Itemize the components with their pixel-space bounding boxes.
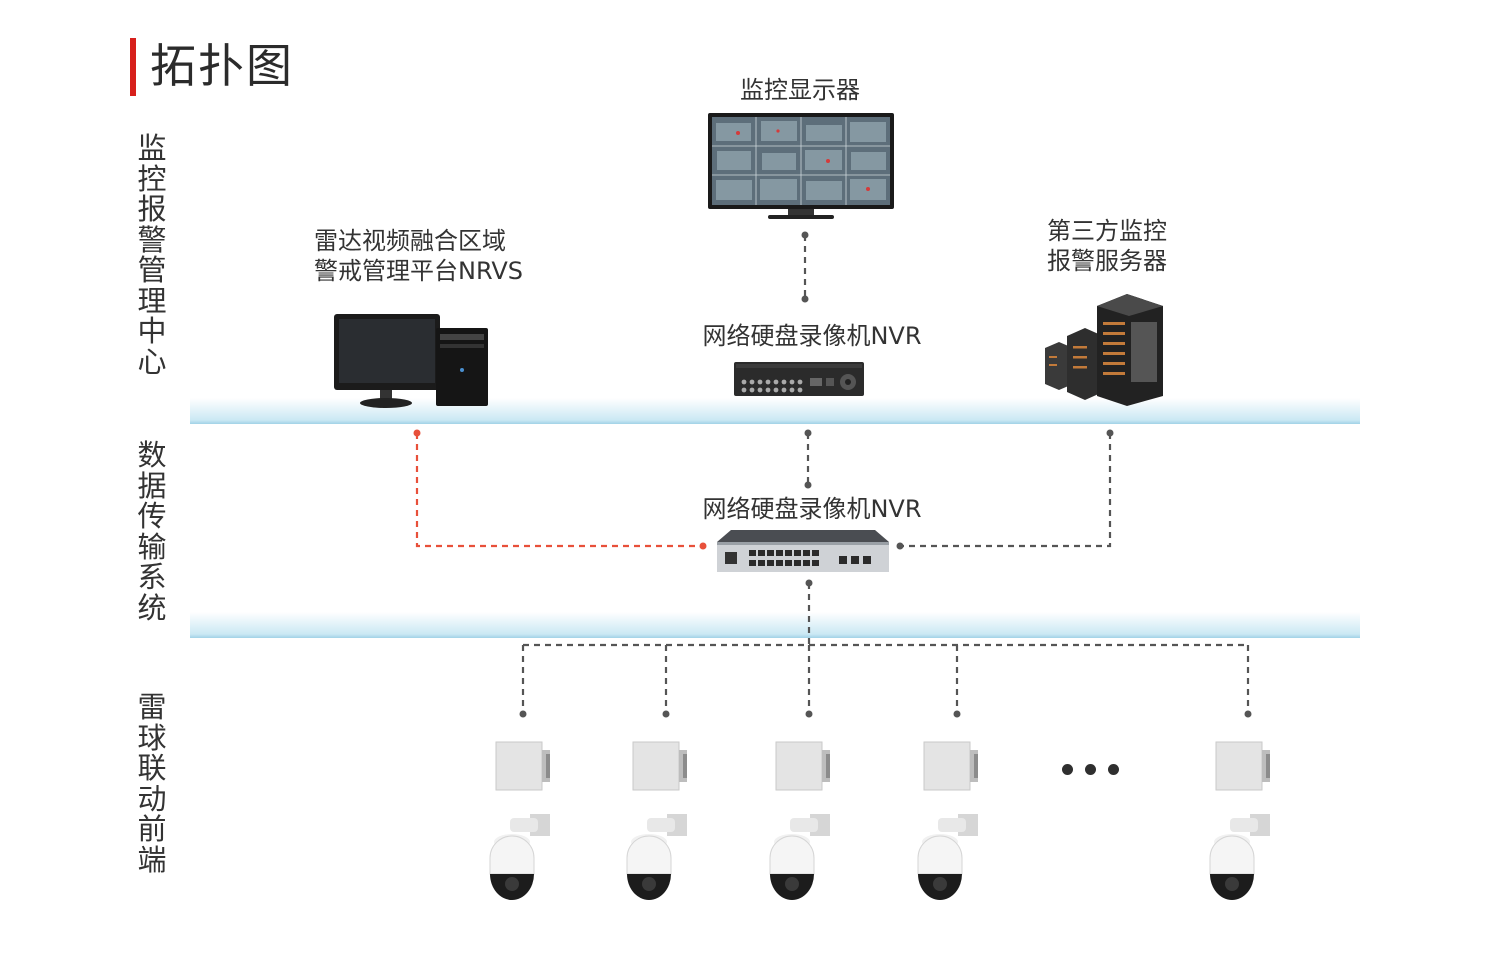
third-party-label-line1: 第三方监控 — [1047, 217, 1167, 245]
more-units-ellipsis — [1062, 760, 1131, 779]
ellipsis-dot — [1062, 764, 1073, 775]
nrvs-label-line1: 雷达视频融合区域 — [314, 227, 506, 255]
network-switch-icon — [717, 530, 889, 572]
server-rack-icon — [1045, 294, 1163, 406]
desktop-pc-icon — [334, 314, 488, 408]
link-nrvs-switch — [415, 433, 703, 548]
nvr-recorder-icon — [734, 362, 864, 396]
switch-label: 网络硬盘录像机NVR — [702, 495, 922, 523]
third-party-label-line2: 报警服务器 — [1047, 247, 1167, 275]
ptz-dome-camera-icon — [626, 814, 687, 900]
frontend-unit-2 — [626, 741, 687, 900]
monitor-label: 监控显示器 — [740, 76, 860, 104]
link-server-switch — [900, 433, 1112, 548]
section-divider-2 — [190, 612, 1360, 638]
title-accent-bar — [130, 38, 136, 96]
nvr-label: 网络硬盘录像机NVR — [702, 322, 922, 350]
section-label-center: 监控报警管理中心 — [137, 131, 167, 379]
frontend-unit-4 — [917, 741, 978, 900]
radar-panel-icon — [923, 741, 978, 791]
ptz-dome-camera-icon — [489, 814, 550, 900]
page-title: 拓扑图 — [150, 39, 294, 93]
monitor-wall-icon — [708, 113, 894, 219]
nrvs-label-line2: 警戒管理平台NRVS — [314, 257, 523, 285]
radar-panel-icon — [632, 741, 687, 791]
ptz-dome-camera-icon — [917, 814, 978, 900]
radar-panel-icon — [775, 741, 830, 791]
ptz-dome-camera-icon — [769, 814, 830, 900]
section-label-frontend: 雷球联动前端 — [137, 690, 167, 877]
radar-panel-icon — [495, 741, 550, 791]
section-label-transport: 数据传输系统 — [137, 438, 167, 625]
ellipsis-dot — [1108, 764, 1119, 775]
frontend-unit-3 — [769, 741, 830, 900]
ptz-dome-camera-icon — [1209, 814, 1270, 900]
frontend-unit-1 — [489, 741, 550, 900]
ellipsis-dot — [1085, 764, 1096, 775]
frontend-unit-5 — [1209, 741, 1270, 900]
radar-panel-icon — [1215, 741, 1270, 791]
